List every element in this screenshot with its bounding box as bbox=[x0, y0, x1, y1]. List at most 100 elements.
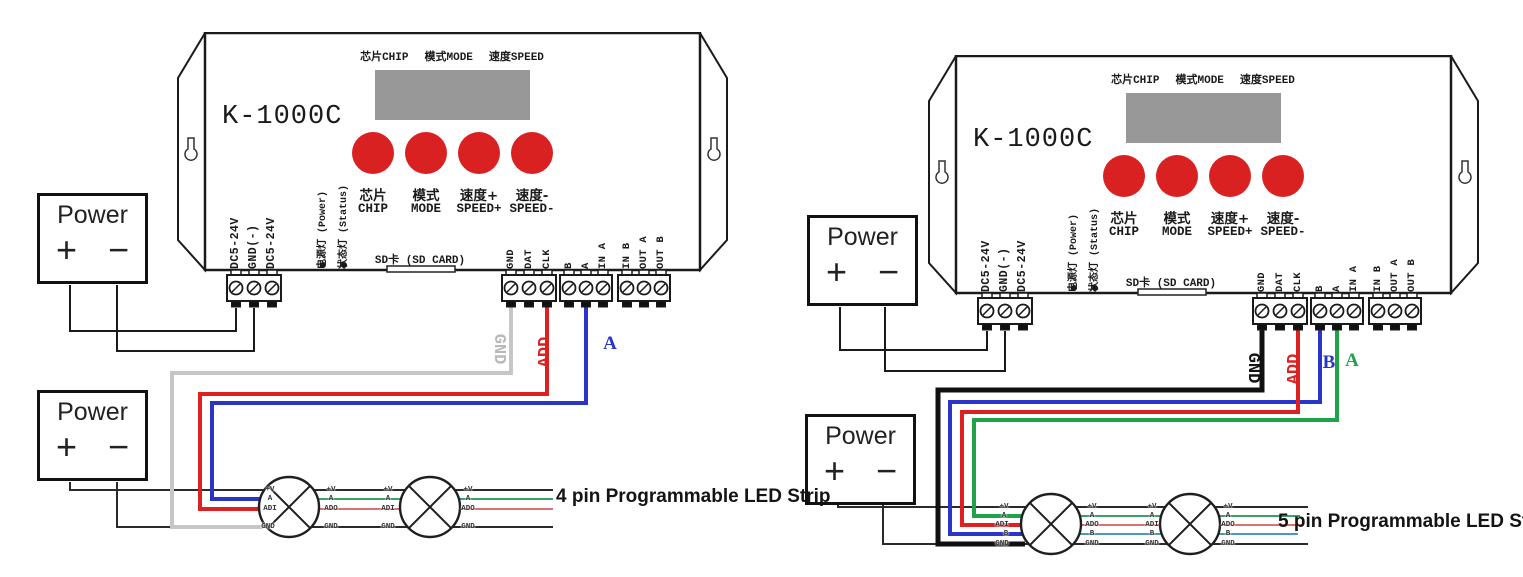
terminal-label-gnd-minus: GND(-) bbox=[247, 224, 260, 269]
strip-pin-label: +V bbox=[1147, 503, 1157, 511]
strip-pin-label: A bbox=[1001, 512, 1007, 520]
strip-pin-label: ADO bbox=[1085, 521, 1099, 529]
left-strip-caption: 4 pin Programmable LED Strip bbox=[556, 486, 831, 507]
strip-pin-label: ADI bbox=[381, 505, 395, 513]
header-speed-label: 速度SPEED bbox=[488, 52, 544, 64]
right-b-wire-label: B bbox=[1322, 352, 1336, 373]
speed-plus-button-label-en: SPEED+ bbox=[456, 202, 502, 216]
plus-terminal: + bbox=[56, 229, 78, 270]
speed-minus-button-label-zh: 速度- bbox=[1266, 211, 1300, 227]
terminal-label-dc5-24v: DC5-24V bbox=[265, 217, 278, 269]
terminal-label-in-b: IN B bbox=[1372, 265, 1384, 292]
strip-pin-label: +V bbox=[1223, 503, 1233, 511]
minus-terminal: − bbox=[107, 426, 129, 467]
controller-right: K-1000C 芯片CHIP 模式MODE 速度SPEED 芯片 CHIP 模式… bbox=[928, 55, 1479, 332]
terminal-label-in-a: IN A bbox=[1348, 265, 1360, 292]
right-a-wire bbox=[972, 326, 1339, 518]
plus-terminal: + bbox=[56, 426, 78, 467]
strip-pin-label: +V bbox=[1087, 503, 1097, 511]
strip-pin-label: ADI bbox=[263, 505, 277, 513]
chip-button-label-zh: 芯片 bbox=[1110, 211, 1138, 227]
terminal-label-out-b: OUT B bbox=[655, 235, 667, 269]
status-led-label: 状态灯 (Status) bbox=[1090, 207, 1101, 292]
status-led-label: 状态灯 (Status) bbox=[339, 184, 350, 269]
sd-card-label: SD卡 (SD CARD) bbox=[1125, 278, 1217, 290]
left-gnd-wire-label: GND bbox=[489, 333, 508, 365]
strip-pin-label: +V bbox=[265, 486, 275, 494]
header-mode-label: 模式MODE bbox=[1175, 75, 1224, 87]
terminal-label-b: B bbox=[563, 262, 575, 269]
terminal-label-dat: DAT bbox=[1274, 272, 1286, 292]
mode-button-label-en: MODE bbox=[1161, 225, 1193, 239]
plus-terminal: + bbox=[824, 450, 846, 491]
strip-pin-label: B bbox=[1225, 530, 1231, 538]
power-box-title: Power bbox=[57, 201, 128, 229]
speed-plus-button-label-zh: 速度+ bbox=[459, 188, 499, 204]
chip-button-label-zh: 芯片 bbox=[359, 188, 387, 204]
chip-button-label-en: CHIP bbox=[357, 202, 389, 216]
right-strip-caption: 5 pin Programmable LED Strip bbox=[1278, 511, 1523, 532]
right-gnd-wire-label: GND bbox=[1243, 352, 1262, 384]
strip-pin-label: +V bbox=[999, 503, 1009, 511]
model-label: K-1000C bbox=[222, 102, 343, 132]
minus-terminal: − bbox=[107, 229, 129, 270]
power-box-title: Power bbox=[827, 223, 898, 251]
right-strip-vplus-line bbox=[837, 505, 1308, 508]
header-speed-label: 速度SPEED bbox=[1239, 75, 1295, 87]
speed-minus-button-label-en: SPEED- bbox=[509, 202, 555, 216]
power-supply-box: Power + − bbox=[807, 215, 918, 306]
strip-pin-label: GND bbox=[1085, 540, 1099, 548]
left-power1-plus-wire bbox=[69, 285, 237, 332]
power-box-title: Power bbox=[825, 422, 896, 450]
led-module bbox=[1158, 492, 1222, 556]
terminal-label-dat: DAT bbox=[523, 249, 535, 269]
strip-pin-label: A bbox=[1225, 512, 1231, 520]
strip-pin-label: ADO bbox=[324, 505, 338, 513]
power-box-title: Power bbox=[57, 398, 128, 426]
terminal-label-gnd: GND bbox=[505, 249, 517, 269]
led-module bbox=[1019, 492, 1083, 556]
strip-pin-label: GND bbox=[324, 523, 338, 531]
sd-card-label: SD卡 (SD CARD) bbox=[374, 255, 466, 267]
terminal-label-in-a: IN A bbox=[597, 242, 609, 269]
right-add-wire-label: ADD bbox=[1285, 353, 1304, 385]
right-b-wire bbox=[948, 326, 1322, 536]
terminal-label-clk: CLK bbox=[1292, 272, 1304, 292]
strip-pin-label: B bbox=[1089, 530, 1095, 538]
led-module bbox=[398, 475, 462, 539]
led-module bbox=[257, 475, 321, 539]
strip-pin-label: GND bbox=[995, 540, 1009, 548]
right-gnd-wire bbox=[935, 326, 1265, 547]
strip-pin-label: ADO bbox=[461, 505, 475, 513]
right-a-wire-label: A bbox=[1345, 350, 1359, 371]
terminal-label-dc5-24v: DC5-24V bbox=[229, 217, 242, 269]
minus-terminal: − bbox=[875, 450, 897, 491]
terminal-label-b: B bbox=[1314, 285, 1326, 292]
strip-pin-label: ADO bbox=[1221, 521, 1235, 529]
power-led-label: 电源灯 (Power) bbox=[318, 190, 329, 269]
strip-pin-label: GND bbox=[381, 523, 395, 531]
strip-pin-label: +V bbox=[326, 486, 336, 494]
left-power1-minus-wire bbox=[116, 285, 255, 352]
right-add-wire bbox=[960, 326, 1300, 527]
strip-pin-label: GND bbox=[261, 523, 275, 531]
terminal-label-out-a: OUT A bbox=[638, 235, 650, 269]
terminal-label-dc5-24v: DC5-24V bbox=[980, 240, 993, 292]
terminal-label-out-b: OUT B bbox=[1406, 258, 1418, 292]
power-supply-box: Power + − bbox=[805, 414, 916, 505]
terminal-label-a: A bbox=[580, 262, 592, 269]
mode-button-label-zh: 模式 bbox=[412, 188, 440, 204]
display-header: 芯片CHIP 模式MODE 速度SPEED bbox=[1111, 71, 1295, 87]
model-label: K-1000C bbox=[973, 125, 1094, 155]
speed-plus-button-label-en: SPEED+ bbox=[1207, 225, 1253, 239]
header-chip-label: 芯片CHIP bbox=[1111, 75, 1160, 87]
left-strip-vplus-line bbox=[69, 482, 553, 491]
strip-pin-label: A bbox=[465, 495, 471, 503]
strip-pin-label: A bbox=[1149, 512, 1155, 520]
strip-pin-label: GND bbox=[1145, 540, 1159, 548]
display-header: 芯片CHIP 模式MODE 速度SPEED bbox=[360, 48, 544, 64]
chip-button-label-en: CHIP bbox=[1108, 225, 1140, 239]
strip-pin-label: A bbox=[267, 495, 273, 503]
left-gnd-wire bbox=[170, 303, 513, 529]
